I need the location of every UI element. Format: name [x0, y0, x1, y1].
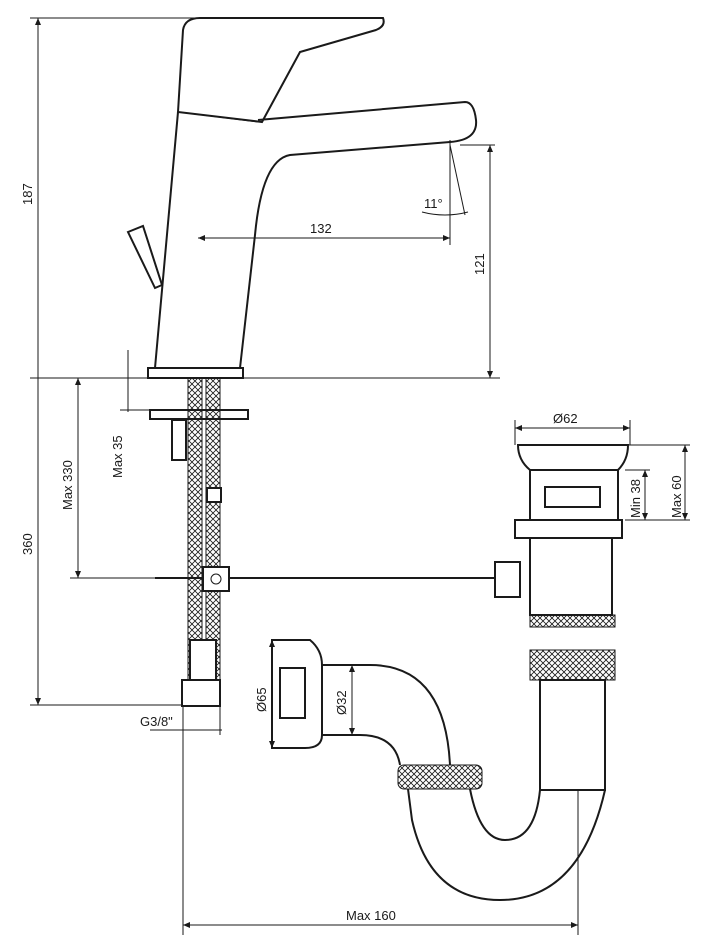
dim-max-60: Max 60 [669, 475, 684, 518]
flexible-hose [187, 377, 203, 681]
dim-max-35: Max 35 [110, 435, 125, 478]
pop-up-waste [494, 444, 630, 791]
dim-min-38: Min 38 [628, 479, 643, 518]
dim-max-160: Max 160 [346, 908, 396, 923]
faucet-lever [176, 17, 385, 124]
dim-angle: 11° [424, 196, 443, 211]
hose-nut [181, 679, 221, 707]
dim-outlet-diameter: Ø65 [254, 687, 269, 712]
dim-waste-diameter: Ø62 [553, 411, 578, 426]
faucet [126, 17, 495, 707]
dim-max-330: Max 330 [60, 460, 75, 510]
dim-132: 132 [310, 221, 332, 236]
dimension-lines [30, 17, 690, 935]
dim-thread: G3/8" [140, 714, 173, 729]
dim-360: 360 [20, 533, 35, 555]
faucet-base [147, 367, 244, 379]
dim-121: 121 [472, 253, 487, 275]
pop-up-lever [126, 224, 164, 290]
siphon [271, 639, 606, 902]
dim-187: 187 [20, 183, 35, 205]
dim-pipe-diameter: Ø32 [334, 690, 349, 715]
